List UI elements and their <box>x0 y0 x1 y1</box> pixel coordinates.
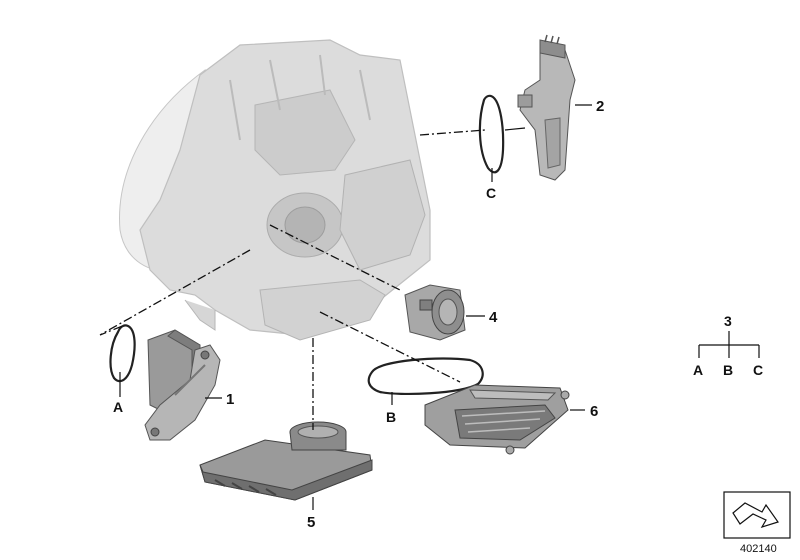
seal-a <box>109 324 136 383</box>
seal-label-b: B <box>386 409 396 425</box>
seal-b <box>367 357 484 395</box>
callout-2: 2 <box>596 98 604 115</box>
seal-label-c: C <box>486 185 496 201</box>
part-6-light-module <box>424 384 570 455</box>
callout-5: 5 <box>307 514 315 531</box>
callout-1: 1 <box>226 391 234 408</box>
diagram-code-box: 402140 <box>723 491 791 555</box>
legend-child-b: B <box>723 362 733 378</box>
diagram-code: 402140 <box>740 543 777 555</box>
seal-label-a: A <box>113 399 123 415</box>
part-1-control-unit-bracket <box>144 329 221 441</box>
part-5-module <box>199 421 373 501</box>
route-arrow-icon <box>732 502 779 529</box>
legend-child-a: A <box>693 362 703 378</box>
callout-6: 6 <box>590 403 598 420</box>
part-4-actuator <box>404 284 466 341</box>
legend-child-c: C <box>753 362 763 378</box>
legend-tree: 3 A B C <box>693 313 763 378</box>
assembly-lines <box>99 129 486 430</box>
seal-c <box>478 94 505 174</box>
leader-lines <box>119 104 592 510</box>
headlight-housing <box>119 39 431 341</box>
legend-parent: 3 <box>724 313 732 329</box>
callout-4: 4 <box>489 309 498 326</box>
part-2-bracket <box>517 34 576 181</box>
